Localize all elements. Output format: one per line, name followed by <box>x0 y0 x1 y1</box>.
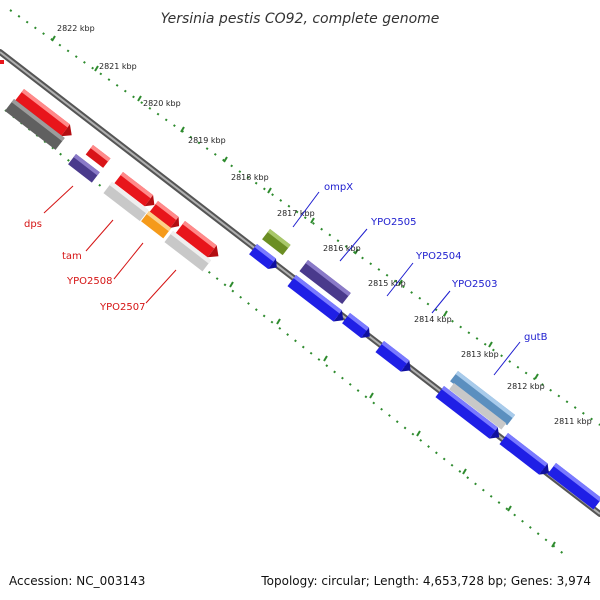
accession-text: Accession: NC_003143 <box>9 574 145 588</box>
feature-red[interactable] <box>175 221 223 262</box>
tick-label: 2821 kbp <box>99 62 137 71</box>
tick-mark <box>488 341 493 348</box>
gene-label-ypo2505[interactable]: YPO2505 <box>370 217 416 228</box>
gene-label-ypo2503[interactable]: YPO2503 <box>451 279 497 290</box>
feature-light-gray[interactable] <box>103 182 149 222</box>
feature-green[interactable] <box>262 229 291 256</box>
feature-red[interactable] <box>114 172 158 211</box>
gene-label-ompx[interactable]: ompX <box>324 182 353 193</box>
tick-dotted-lines <box>4 9 600 556</box>
feature-red[interactable] <box>149 201 183 232</box>
outer-dotted-line <box>9 9 600 426</box>
features-outer-strand <box>0 60 516 426</box>
gene-label-tam[interactable]: tam <box>62 251 82 262</box>
tick-label: 2813 kbp <box>461 350 499 359</box>
tick-mark <box>534 373 539 380</box>
tick-label: 2820 kbp <box>143 99 181 108</box>
feature-blue[interactable] <box>547 463 600 510</box>
feature-orange[interactable] <box>141 211 172 239</box>
feature-blue[interactable] <box>287 275 347 326</box>
feature-dark[interactable] <box>299 260 351 305</box>
tick-mark <box>551 541 556 548</box>
gene-label-dps[interactable]: dps <box>24 219 42 230</box>
tick-label: 2815 kbp <box>368 279 406 288</box>
tick-mark <box>416 430 421 437</box>
tick-label: 2819 kbp <box>188 136 226 145</box>
feature-blue[interactable] <box>499 433 553 479</box>
tick-mark <box>443 310 448 317</box>
tick-mark <box>507 505 512 512</box>
tick-mark <box>94 65 99 72</box>
feature-blue[interactable] <box>342 313 374 342</box>
tick-label: 2818 kbp <box>231 173 269 182</box>
gene-label-ypo2504[interactable]: YPO2504 <box>415 251 461 262</box>
feature-blue[interactable] <box>435 386 503 443</box>
tick-mark <box>323 355 328 362</box>
tick-mark <box>229 281 234 288</box>
feature-steel[interactable] <box>450 371 516 426</box>
feature-red[interactable] <box>14 89 76 141</box>
tick-label: 2816 kbp <box>323 244 361 253</box>
tick-labels: 2822 kbp 2821 kbp 2820 kbp 2819 kbp 2818… <box>57 24 592 426</box>
tick-mark <box>310 217 315 224</box>
tick-mark <box>51 35 56 42</box>
tick-mark <box>267 187 272 194</box>
tick-mark <box>223 156 228 163</box>
tick-mark <box>180 126 185 133</box>
feature-dark[interactable] <box>85 145 111 168</box>
tick-label: 2812 kbp <box>507 382 545 391</box>
gene-label-gutb[interactable]: gutB <box>524 332 548 343</box>
feature-light-gray[interactable] <box>449 383 507 430</box>
feature-blue[interactable] <box>249 244 281 273</box>
tick-label: 2811 kbp <box>554 417 592 426</box>
tick-label: 2822 kbp <box>57 24 95 33</box>
feature-dark[interactable] <box>68 154 100 183</box>
feature-red[interactable] <box>0 60 4 64</box>
tick-label: 2817 kbp <box>277 209 315 218</box>
gene-label-ypo2508[interactable]: YPO2508 <box>66 276 112 287</box>
tick-label: 2814 kbp <box>414 315 452 324</box>
genome-summary-text: Topology: circular; Length: 4,653,728 bp… <box>260 574 591 588</box>
features-inner-strand <box>4 99 600 510</box>
tick-mark <box>276 318 281 325</box>
gene-label-ypo2507[interactable]: YPO2507 <box>99 302 145 313</box>
feature-gray[interactable] <box>4 99 65 150</box>
tick-mark <box>462 468 467 475</box>
map-title: Yersinia pestis CO92, complete genome <box>161 11 440 27</box>
gene-labels-left: dps tam YPO2508 YPO2507 <box>24 219 145 313</box>
gene-labels-right: ompX YPO2505 YPO2504 YPO2503 gutB <box>324 182 548 343</box>
feature-blue[interactable] <box>375 341 414 376</box>
feature-light-gray[interactable] <box>164 231 212 272</box>
tick-mark <box>137 95 142 102</box>
tick-mark <box>369 392 374 399</box>
tick-mark <box>398 279 403 286</box>
label-leader-lines <box>43 185 521 376</box>
tick-mark <box>354 248 359 255</box>
